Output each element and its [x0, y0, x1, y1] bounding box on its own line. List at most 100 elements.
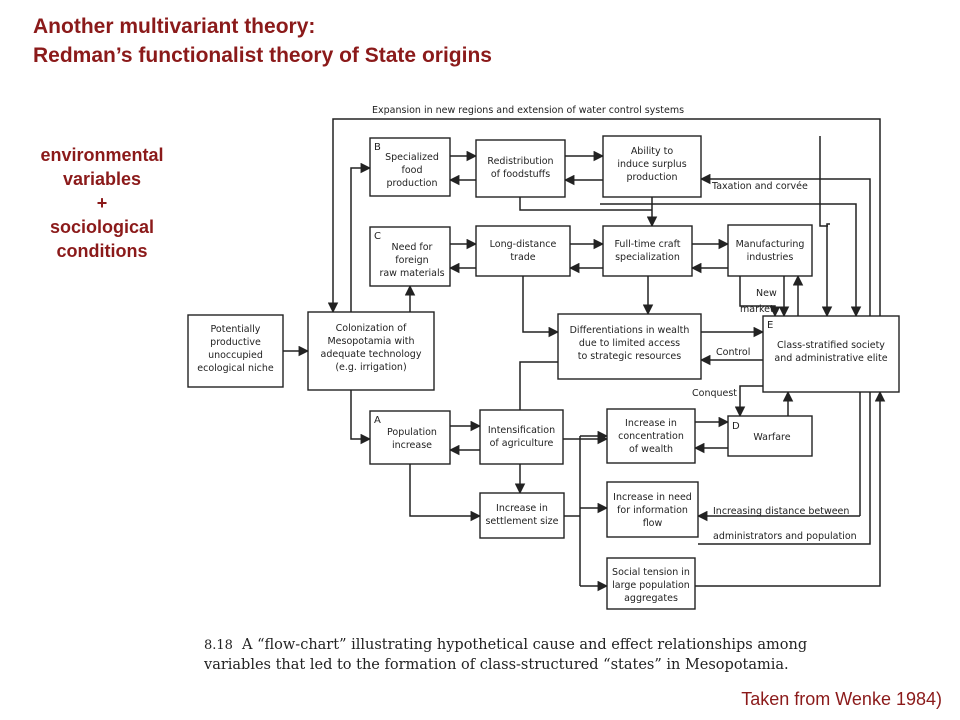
node-concentration: Increase in concentration of wealth [606, 408, 696, 464]
node-tension-line-3: aggregates [624, 593, 678, 604]
edge-population-settlement [409, 464, 482, 522]
node-redistribution-line-2: of foodstuffs [491, 169, 550, 180]
side-note-line-4: sociological [49, 217, 155, 237]
label-control: Control [716, 347, 750, 358]
edge-conquest [734, 385, 763, 418]
node-colonization: Colonization of Mesopotamia with adequat… [307, 311, 435, 391]
node-manufacturing-line-1: Manufacturing [736, 239, 805, 250]
node-niche: Potentially productive unoccupied ecolog… [187, 314, 284, 388]
figure-caption: 8.18 A “flow-chart” illustrating hypothe… [203, 637, 807, 673]
edge-trade-wealth [522, 276, 560, 338]
node-trade-line-2: trade [510, 252, 535, 263]
edge-agriculture-wealth [519, 361, 558, 410]
node-craft-line-2: specialization [615, 252, 680, 263]
node-settlement: Increase in settlement size [479, 492, 565, 539]
node-colonization-line-1: Colonization of [336, 323, 407, 334]
title-line-2: Redman’s functionalist theory of State o… [33, 44, 492, 67]
side-note-line-3: + [96, 193, 108, 213]
node-class: E Class-stratified society and administr… [762, 315, 900, 393]
node-surplus-line-3: production [626, 172, 677, 183]
node-food-line-2: food [402, 165, 423, 176]
node-information-line-1: Increase in need [613, 492, 692, 503]
node-colonization-line-2: Mesopotamia with [327, 336, 414, 347]
node-wealth-line-1: Differentiations in wealth [570, 325, 690, 336]
node-trade-line-1: Long-distance [490, 239, 557, 250]
node-agriculture: Intensification of agriculture [479, 409, 564, 465]
node-raw: C Need for foreign raw materials [369, 226, 451, 287]
node-food-line-1: Specialized [385, 152, 439, 163]
node-warfare-line-1: Warfare [753, 432, 790, 443]
node-population-letter: A [374, 415, 381, 426]
node-colonization-line-3: adequate technology [321, 349, 422, 360]
title-line-1: Another multivariant theory: [33, 15, 316, 38]
edge-new-markets [739, 276, 781, 318]
node-wealth-line-3: to strategic resources [578, 351, 682, 362]
node-information-line-2: for information [617, 505, 688, 516]
node-manufacturing-line-2: industries [747, 252, 794, 263]
diagram-nodes: Potentially productive unoccupied ecolog… [187, 135, 900, 610]
node-niche-line-3: unoccupied [208, 350, 263, 361]
node-colonization-line-4: (e.g. irrigation) [335, 362, 406, 373]
node-class-letter: E [767, 320, 773, 331]
node-settlement-line-1: Increase in [496, 503, 548, 514]
caption-line-1: A “flow-chart” illustrating hypothetical… [241, 637, 807, 653]
node-raw-letter: C [374, 231, 381, 242]
node-agriculture-line-2: of agriculture [490, 438, 554, 449]
label-distance-2: administrators and population [713, 531, 857, 542]
node-class-line-1: Class-stratified society [777, 340, 885, 351]
label-distance-1: Increasing distance between [713, 506, 849, 517]
node-niche-line-1: Potentially [211, 324, 261, 335]
node-class-line-2: and administrative elite [774, 353, 887, 364]
node-craft-line-1: Full-time craft [614, 239, 680, 250]
node-population: A Population increase [369, 410, 451, 465]
node-tension: Social tension in large population aggre… [606, 557, 696, 610]
node-warfare-letter: D [732, 421, 740, 432]
node-wealth-line-2: due to limited access [579, 338, 680, 349]
node-information: Increase in need for information flow [606, 481, 699, 538]
source-credit: Taken from Wenke 1984) [741, 689, 942, 709]
node-wealth: Differentiations in wealth due to limite… [557, 313, 702, 380]
node-niche-line-2: productive [210, 337, 261, 348]
node-population-line-2: increase [392, 440, 432, 451]
flow-chart-diagram: Potentially productive unoccupied ecolog… [187, 105, 900, 673]
edge-tension-class [695, 390, 886, 587]
node-warfare: D Warfare [727, 415, 813, 457]
node-surplus: Ability to induce surplus production [602, 135, 702, 198]
side-note: environmental variables + sociological c… [0, 143, 204, 263]
edge-distance-2 [698, 392, 871, 545]
edge-redistribution-trade [519, 197, 652, 211]
node-surplus-line-1: Ability to [631, 146, 674, 157]
label-new-markets-2: markets [740, 304, 779, 315]
label-new-markets-1: New [756, 288, 777, 299]
caption-number: 8.18 [204, 638, 233, 653]
node-population-line-1: Population [387, 427, 437, 438]
node-concentration-line-2: concentration [618, 431, 684, 442]
label-expansion: Expansion in new regions and extension o… [372, 105, 684, 116]
node-concentration-line-1: Increase in [625, 418, 677, 429]
node-trade: Long-distance trade [475, 225, 571, 277]
node-agriculture-line-1: Intensification [488, 425, 555, 436]
label-taxation: Taxation and corvée [711, 181, 808, 192]
node-redistribution: Redistribution of foodstuffs [475, 139, 566, 198]
caption-line-2: variables that led to the formation of c… [203, 657, 789, 673]
edge-colonization-population [350, 390, 372, 445]
node-concentration-line-3: of wealth [629, 444, 673, 455]
label-conquest: Conquest [692, 388, 737, 399]
node-redistribution-line-1: Redistribution [487, 156, 553, 167]
connectors [283, 118, 886, 592]
node-raw-line-2: foreign [395, 255, 428, 266]
side-note-line-2: variables [62, 169, 142, 189]
node-surplus-line-2: induce surplus [617, 159, 686, 170]
node-craft: Full-time craft specialization [602, 225, 693, 277]
node-niche-line-4: ecological niche [197, 363, 274, 374]
node-food-letter: B [374, 142, 381, 153]
side-note-line-1: environmental [40, 145, 164, 165]
edge-right-loop-3 [819, 136, 828, 227]
edge-colonization-food [350, 162, 372, 312]
node-tension-line-1: Social tension in [612, 567, 690, 578]
slide-title: Another multivariant theory: Redman’s fu… [33, 12, 492, 70]
edge-right-loop-2 [600, 203, 862, 318]
edge-right-loop-1 [821, 223, 833, 318]
edge-labels: Expansion in new regions and extension o… [372, 105, 857, 542]
node-food-line-3: production [386, 178, 437, 189]
